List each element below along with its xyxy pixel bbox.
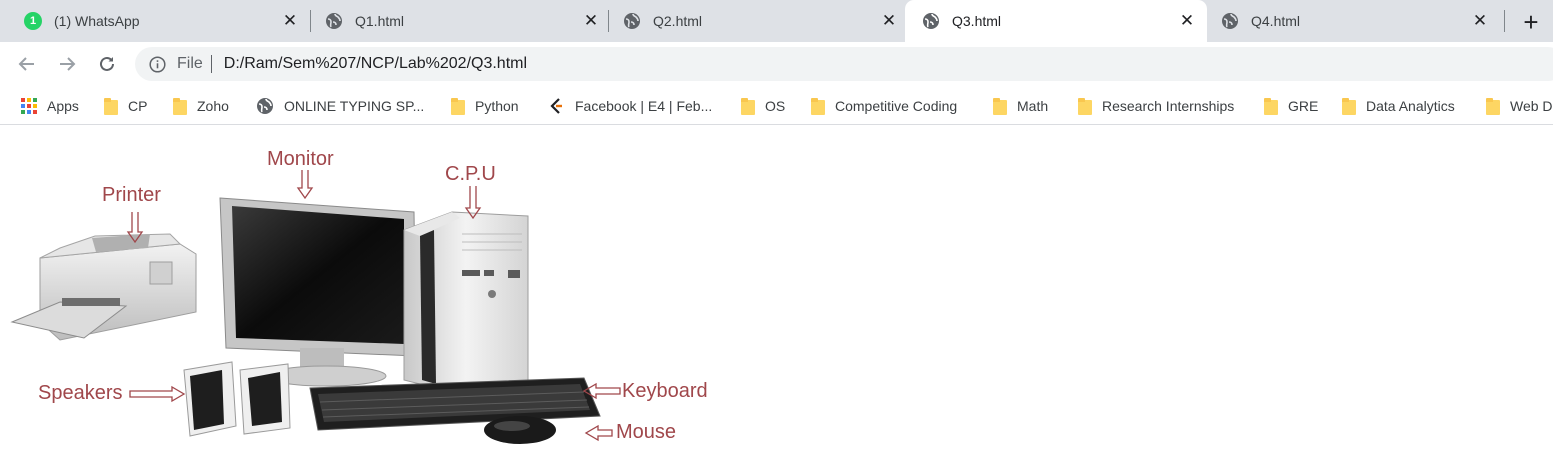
printer-label: Printer bbox=[102, 184, 161, 206]
bookmark-favicon bbox=[550, 98, 562, 114]
bookmark-label: Competitive Coding bbox=[835, 98, 958, 114]
bookmark-zoho[interactable]: Zoho bbox=[173, 96, 229, 116]
bookmark-facebook[interactable]: Facebook | E4 | Feb... bbox=[547, 96, 712, 116]
bookmark-label: Facebook | E4 | Feb... bbox=[575, 98, 713, 114]
tab-q4[interactable]: Q4.html ✕ bbox=[1197, 0, 1500, 42]
tab-divider bbox=[1504, 10, 1505, 32]
monitor-label: Monitor bbox=[267, 148, 334, 170]
reload-button[interactable] bbox=[93, 50, 121, 78]
bookmark-math[interactable]: Math bbox=[993, 96, 1048, 116]
mouse-label: Mouse bbox=[616, 421, 677, 443]
bookmark-label: Apps bbox=[47, 98, 79, 114]
close-tab-icon[interactable]: ✕ bbox=[1179, 11, 1195, 30]
globe-icon bbox=[325, 12, 343, 30]
folder-icon bbox=[104, 97, 118, 115]
bookmark-apps[interactable]: Apps bbox=[21, 96, 79, 116]
monitor-graphic bbox=[219, 197, 417, 387]
bookmark-online-typing[interactable]: ONLINE TYPING SP... bbox=[256, 96, 424, 116]
bookmark-competitive-coding[interactable]: Competitive Coding bbox=[811, 96, 957, 116]
close-tab-icon[interactable]: ✕ bbox=[881, 11, 897, 30]
url-text[interactable]: D:/Ram/Sem%207/NCP/Lab%202/Q3.html bbox=[223, 55, 528, 72]
printer-graphic bbox=[10, 233, 197, 341]
bookmark-label: Web D bbox=[1510, 98, 1553, 114]
tab-title: Q1.html bbox=[355, 13, 405, 29]
keyboard-graphic bbox=[309, 377, 601, 431]
mouse-graphic bbox=[484, 416, 556, 444]
page-content: Monitor Printer C.P.U Speakers Keyboard … bbox=[0, 126, 1553, 454]
folder-icon bbox=[993, 97, 1007, 115]
computer-illustration bbox=[10, 170, 621, 444]
tab-divider bbox=[310, 10, 311, 32]
close-tab-icon[interactable]: ✕ bbox=[282, 11, 298, 30]
tab-divider bbox=[608, 10, 609, 32]
tab-q3-active[interactable]: Q3.html ✕ bbox=[905, 0, 1207, 42]
globe-icon bbox=[1221, 12, 1239, 30]
speakers-label: Speakers bbox=[38, 382, 123, 404]
info-icon[interactable] bbox=[149, 55, 166, 73]
tab-title: (1) WhatsApp bbox=[54, 13, 140, 29]
bookmark-research-internships[interactable]: Research Internships bbox=[1078, 96, 1234, 116]
close-tab-icon[interactable]: ✕ bbox=[583, 11, 599, 30]
new-tab-button[interactable]: + bbox=[1523, 7, 1539, 37]
tab-title: Q3.html bbox=[952, 13, 1002, 29]
tab-q2[interactable]: Q2.html ✕ bbox=[599, 0, 909, 42]
bookmark-label: CP bbox=[128, 98, 148, 114]
tab-strip: 1 (1) WhatsApp ✕ Q1.html ✕ Q2.html ✕ Q3.… bbox=[0, 0, 1553, 42]
apps-grid-icon bbox=[21, 98, 37, 114]
folder-icon bbox=[1486, 97, 1500, 115]
tab-whatsapp[interactable]: 1 (1) WhatsApp ✕ bbox=[0, 0, 310, 42]
url-divider bbox=[210, 55, 212, 73]
bookmark-label: Data Analytics bbox=[1366, 98, 1455, 114]
address-bar[interactable]: File D:/Ram/Sem%207/NCP/Lab%202/Q3.html bbox=[135, 47, 1553, 81]
arrow-right-icon bbox=[60, 57, 76, 71]
cpu-label: C.P.U bbox=[445, 163, 496, 185]
bookmarks-bar: Apps CP Zoho ONLINE TYPING SP... Python … bbox=[0, 87, 1553, 125]
bookmark-label: Zoho bbox=[197, 98, 229, 114]
computer-parts-image: Monitor Printer C.P.U Speakers Keyboard … bbox=[0, 126, 720, 454]
bookmark-gre[interactable]: GRE bbox=[1264, 96, 1318, 116]
folder-icon bbox=[741, 97, 755, 115]
bookmark-label: GRE bbox=[1288, 98, 1319, 114]
speakers-graphic bbox=[183, 361, 291, 437]
globe-icon bbox=[922, 12, 940, 30]
whatsapp-icon: 1 bbox=[24, 12, 42, 30]
close-tab-icon[interactable]: ✕ bbox=[1472, 11, 1488, 30]
folder-icon bbox=[451, 97, 465, 115]
bookmark-cp[interactable]: CP bbox=[104, 96, 147, 116]
folder-icon bbox=[173, 97, 187, 115]
bookmark-label: ONLINE TYPING SP... bbox=[284, 98, 425, 114]
bookmark-web-d[interactable]: Web D bbox=[1486, 96, 1553, 116]
cpu-tower-graphic bbox=[403, 211, 529, 395]
folder-icon bbox=[1078, 97, 1092, 115]
notification-badge-count: 1 bbox=[29, 15, 37, 27]
globe-icon bbox=[623, 12, 641, 30]
arrow-left-icon bbox=[18, 57, 34, 71]
globe-icon bbox=[257, 98, 273, 114]
tab-q1[interactable]: Q1.html ✕ bbox=[301, 0, 611, 42]
folder-icon bbox=[811, 97, 825, 115]
bookmark-label: OS bbox=[765, 98, 786, 114]
bookmark-label: Python bbox=[475, 98, 519, 114]
folder-icon bbox=[1342, 97, 1356, 115]
browser-toolbar: File D:/Ram/Sem%207/NCP/Lab%202/Q3.html bbox=[0, 42, 1553, 87]
keyboard-label: Keyboard bbox=[622, 380, 708, 402]
label-arrows bbox=[126, 170, 621, 442]
bookmark-data-analytics[interactable]: Data Analytics bbox=[1342, 96, 1455, 116]
tab-title: Q4.html bbox=[1251, 13, 1301, 29]
bookmark-label: Math bbox=[1017, 98, 1049, 114]
folder-icon bbox=[1264, 97, 1278, 115]
url-scheme-label: File bbox=[177, 55, 203, 72]
reload-icon bbox=[100, 56, 114, 71]
bookmark-python[interactable]: Python bbox=[451, 96, 519, 116]
back-button[interactable] bbox=[13, 50, 41, 78]
forward-button[interactable] bbox=[53, 50, 81, 78]
tab-title: Q2.html bbox=[653, 13, 703, 29]
bookmark-label: Research Internships bbox=[1102, 98, 1235, 114]
bookmark-os[interactable]: OS bbox=[741, 96, 785, 116]
